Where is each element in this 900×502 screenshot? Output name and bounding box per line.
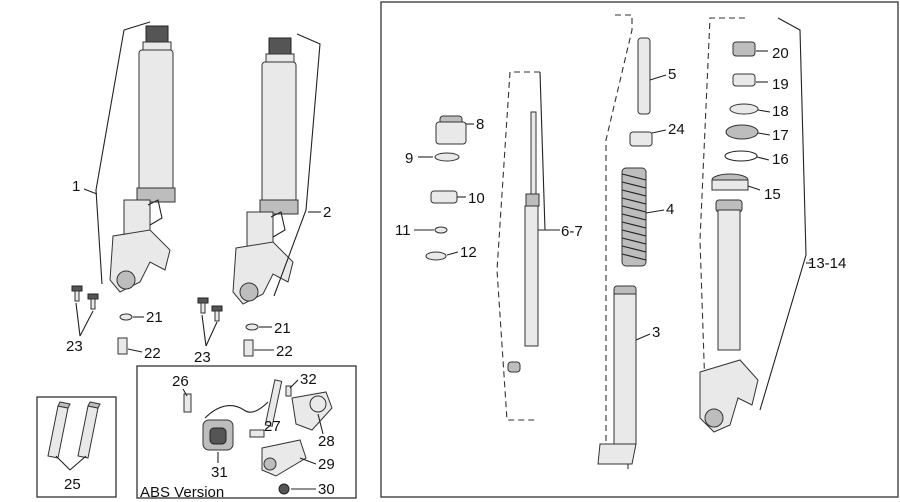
- ring-9: [434, 152, 460, 162]
- callout-12: 12: [460, 244, 477, 261]
- main-panel-frame: [380, 1, 899, 498]
- bracket-cartridge: [605, 14, 633, 470]
- callout-24: 24: [668, 121, 685, 138]
- bush-19: [732, 73, 756, 87]
- spare-panel-frame: [36, 396, 117, 498]
- washer-12: [425, 251, 447, 261]
- callout-17: 17: [772, 127, 789, 144]
- dust-seal-15: [711, 173, 749, 191]
- callout-20: 20: [772, 45, 789, 62]
- callout-25: 25: [64, 476, 81, 493]
- callout-18: 18: [772, 103, 789, 120]
- callout-29: 29: [318, 456, 335, 473]
- callout-23-left: 23: [66, 338, 83, 355]
- nut-24: [629, 131, 653, 147]
- callout-30: 30: [318, 481, 335, 498]
- callout-19: 19: [772, 76, 789, 93]
- bolts-23-right: [197, 297, 223, 322]
- bracket-6-7: [496, 71, 540, 421]
- bracket-13-14-right: [759, 17, 807, 411]
- spring-4: [621, 167, 647, 267]
- washer-21-left: [119, 313, 133, 321]
- bolt-22-right: [243, 339, 254, 357]
- oil-seal-17: [725, 124, 759, 140]
- callout-16: 16: [772, 151, 789, 168]
- callout-4: 4: [666, 201, 674, 218]
- callout-27: 27: [264, 418, 281, 435]
- callout-26: 26: [172, 373, 189, 390]
- circlip-16: [724, 150, 758, 162]
- fork-lower-13-14: [699, 199, 759, 433]
- callout-21-left: 21: [146, 309, 163, 326]
- bracket-2: [273, 33, 321, 297]
- callout-2: 2: [323, 204, 331, 221]
- bolts-23-left: [71, 285, 99, 310]
- callout-21-right: 21: [274, 320, 291, 337]
- abs-version-caption: ABS Version: [140, 484, 224, 501]
- callout-10: 10: [468, 190, 485, 207]
- washer-18: [729, 103, 759, 115]
- tube-5: [637, 37, 651, 115]
- cap-nut-8: [435, 115, 467, 145]
- abs-sensor-parts: [183, 379, 333, 495]
- seal-20: [732, 41, 756, 57]
- fork-assembly-1: [109, 25, 176, 293]
- callout-6-7: 6-7: [561, 223, 583, 240]
- callout-23-right: 23: [194, 349, 211, 366]
- callout-11: 11: [395, 222, 411, 239]
- callout-3: 3: [652, 324, 660, 341]
- callout-28: 28: [318, 433, 335, 450]
- outer-tube-3: [597, 285, 637, 465]
- callout-5: 5: [668, 66, 676, 83]
- callout-13-14: 13-14: [808, 255, 846, 272]
- washer-11: [434, 226, 448, 234]
- callout-31: 31: [211, 464, 228, 481]
- bracket-1: [95, 21, 151, 285]
- damper-rod-6-7: [507, 111, 540, 373]
- callout-1: 1: [72, 178, 80, 195]
- fork-assembly-2: [232, 37, 299, 305]
- callout-8: 8: [476, 116, 484, 133]
- callout-15: 15: [764, 186, 781, 203]
- bolt-22-left: [117, 337, 128, 355]
- callout-22-left: 22: [144, 345, 161, 362]
- nut-10: [430, 190, 458, 204]
- callout-22-right: 22: [276, 343, 293, 360]
- callout-9: 9: [405, 150, 413, 167]
- washer-21-right: [245, 323, 259, 331]
- callout-32: 32: [300, 371, 317, 388]
- slider-pads-25: [47, 401, 101, 459]
- abs-panel-frame: [136, 365, 357, 499]
